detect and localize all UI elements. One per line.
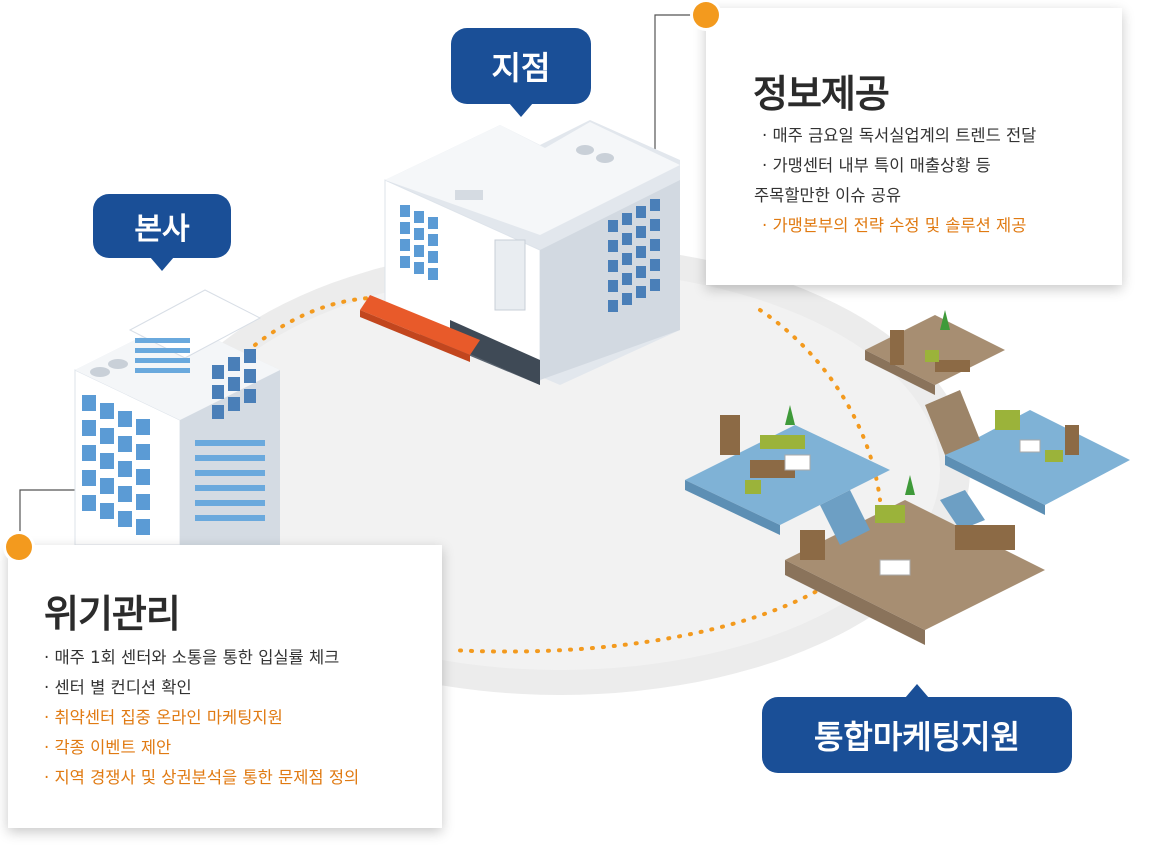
dotted-connection — [253, 296, 882, 654]
headquarters-label: 본사 — [93, 194, 231, 271]
crisis-card-marker — [6, 534, 32, 560]
leader-line-info — [654, 14, 706, 155]
crisis-card-title: 위기관리 — [44, 592, 181, 636]
crisis-item: · 취약센터 집중 온라인 마케팅지원 — [44, 708, 283, 727]
info-item: · 가맹본부의 전략 수정 및 솔루션 제공 — [762, 216, 1027, 235]
crisis-item: · 매주 1회 센터와 소통을 통한 입실률 체크 — [44, 648, 340, 667]
branch-label: 지점 — [451, 28, 591, 117]
info-item: 주목할만한 이슈 공유 — [754, 186, 902, 205]
crisis-item: · 각종 이벤트 제안 — [44, 738, 172, 757]
branch-building — [360, 120, 680, 385]
info-item: · 매주 금요일 독서실업계의 트렌드 전달 — [762, 126, 1037, 145]
info-item: · 가맹센터 내부 특이 매출상황 등 — [762, 156, 991, 175]
crisis-item: · 센터 별 컨디션 확인 — [44, 678, 192, 697]
integrated-marketing-label: 통합마케팅지원 — [762, 684, 1072, 773]
info-card-list: · 매주 금요일 독서실업계의 트렌드 전달 · 가맹센터 내부 특이 매출상황… — [754, 121, 1036, 241]
leader-line-crisis — [19, 489, 75, 545]
branch-label-text: 지점 — [491, 49, 551, 87]
crisis-card: 위기관리 · 매주 1회 센터와 소통을 통한 입실률 체크 · 센터 별 컨디… — [8, 545, 442, 828]
info-card-marker — [693, 2, 719, 28]
headquarters-building — [74, 289, 280, 546]
office-floors — [685, 310, 1130, 645]
crisis-item: · 지역 경쟁사 및 상권분석을 통한 문제점 정의 — [44, 768, 360, 787]
headquarters-label-text: 본사 — [134, 212, 190, 247]
info-card-title: 정보제공 — [753, 72, 890, 116]
info-card: 정보제공 · 매주 금요일 독서실업계의 트렌드 전달 · 가맹센터 내부 특이… — [706, 8, 1122, 285]
crisis-card-list: · 매주 1회 센터와 소통을 통한 입실률 체크 · 센터 별 컨디션 확인 … — [44, 643, 359, 793]
integrated-marketing-label-text: 통합마케팅지원 — [813, 718, 1021, 756]
